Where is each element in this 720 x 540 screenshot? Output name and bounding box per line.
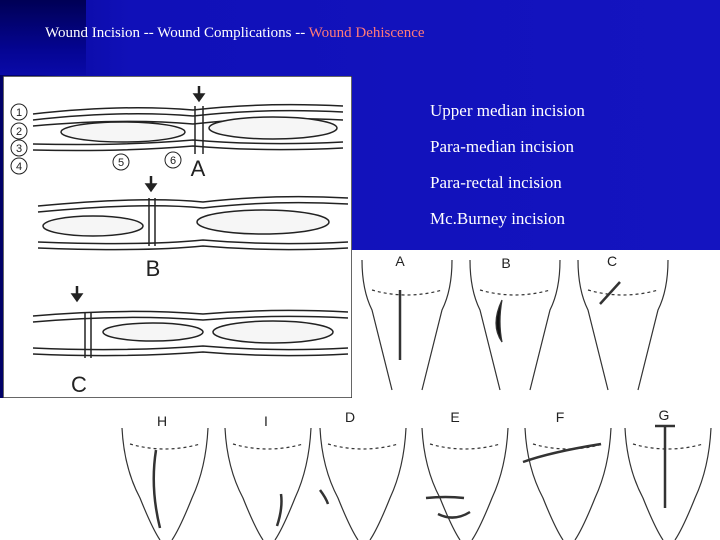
list-item: Upper median incision: [430, 101, 585, 120]
layer-stage-a: [32, 86, 344, 154]
torso-figure: [318, 427, 407, 540]
list-item: Para-rectal incision: [430, 173, 562, 192]
layer-number-1: 1: [16, 107, 22, 119]
title-main: Wound Incision -- Wound Complications --: [45, 25, 309, 41]
layer-number-3: 3: [16, 143, 22, 155]
stage-label-b: B: [146, 256, 161, 281]
figure-label-f: F: [556, 409, 565, 425]
layer-number-2: 2: [16, 126, 22, 138]
torso-figures-top: A B C: [352, 250, 720, 398]
torso-figure: [624, 424, 712, 540]
stage-label-a: A: [191, 156, 206, 181]
torso-figure: [469, 259, 561, 391]
torso-figure: [577, 259, 669, 391]
decorative-strip: [0, 0, 86, 75]
list-item: Para-median incision: [430, 137, 574, 156]
layer-number-5: 5: [118, 157, 124, 169]
layer-number-6: 6: [170, 155, 176, 167]
figure-label-c: C: [607, 253, 617, 269]
layer-stage-c: [32, 286, 349, 358]
figure-label-g: G: [659, 407, 670, 423]
figure-label-h: H: [157, 413, 167, 429]
torso-figures-bottom: H I D E F G: [0, 398, 720, 540]
incision-list: Upper median incision Para-median incisi…: [430, 98, 585, 242]
figure-label-b: B: [501, 255, 510, 271]
title-accent: Wound Dehiscence: [308, 25, 425, 41]
torso-figure: [361, 259, 453, 391]
layer-number-4: 4: [16, 161, 22, 173]
layer-stage-b: [37, 176, 349, 251]
figure-label-i: I: [264, 413, 268, 429]
torso-figure: [421, 427, 509, 540]
figure-label-a: A: [395, 253, 405, 269]
layer-markers: 1 2 3 4 5 6 A: [10, 103, 206, 181]
list-item: Mc.Burney incision: [430, 209, 566, 228]
torso-figure: [224, 427, 312, 540]
figure-label-e: E: [450, 409, 459, 425]
wound-layer-diagram: 1 2 3 4 5 6 A B: [3, 76, 352, 398]
slide-title: Wound Incision -- Wound Complications --…: [45, 25, 425, 42]
torso-figure: [522, 427, 612, 540]
figure-label-d: D: [345, 409, 355, 425]
torso-figure: [121, 427, 209, 540]
stage-label-c: C: [71, 372, 87, 397]
